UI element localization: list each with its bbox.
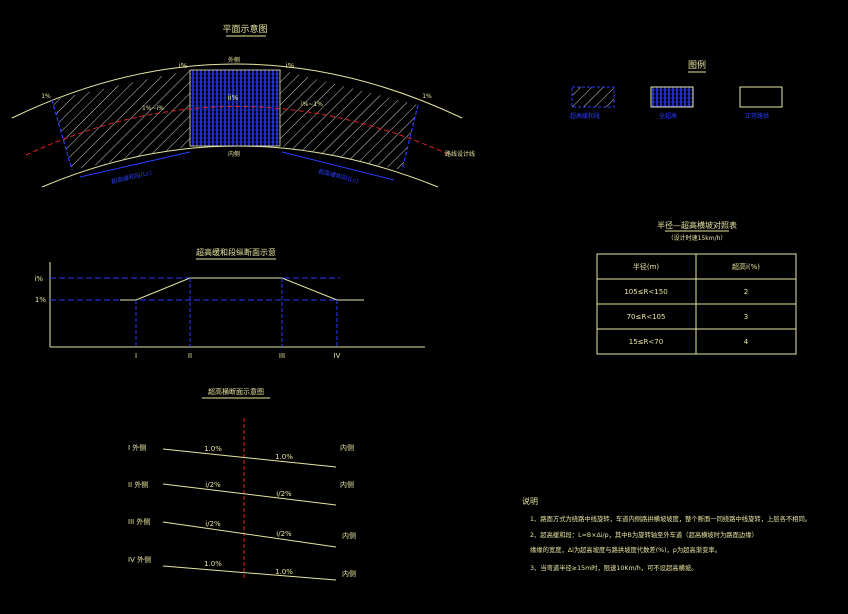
- section-II-slope-right: i/2%: [276, 490, 292, 498]
- outer-label: 外侧: [228, 56, 240, 64]
- boundary-I: [51, 99, 73, 171]
- section-IV-line: [162, 565, 337, 581]
- profile-ylabel-i: i%: [34, 275, 43, 283]
- notes-line-3: 缘缘的宽度，Δi为超高坡度与路拱坡度代数差(%)，p为超高渐变率。: [530, 545, 721, 554]
- profile-ylabel-1: 1%: [35, 296, 46, 304]
- notes-title: 说明: [522, 496, 538, 506]
- inner-edge: [41, 145, 439, 188]
- table-cell: 105≤R<150: [624, 288, 667, 296]
- legend-swatch-full: [650, 86, 694, 108]
- section-III-slope-right: i/2%: [276, 530, 292, 538]
- mid-right-label: i%~1%: [301, 101, 323, 108]
- slope-left-label: i%: [179, 62, 188, 70]
- section-I-line: [162, 448, 337, 468]
- profile-xlabel-III: III: [279, 352, 285, 360]
- section-III-right: 内侧: [342, 531, 356, 540]
- table-cell: 2: [744, 288, 748, 296]
- plan-view: 平面示意图 超高缓和段(Lc) 超高缓和段(Lc) i% i% 1% 1% 外侧…: [11, 23, 475, 188]
- inner-label: 内侧: [228, 150, 240, 158]
- section-II-slope-left: i/2%: [205, 481, 221, 489]
- notes-line-4: 3、当弯道半径≥15m时，限速10Km/h，可不设超高横坡。: [530, 563, 697, 572]
- sections-title: 超高横断面示意图: [208, 387, 264, 396]
- dim-right: [281, 151, 395, 181]
- legend-label-transition: 超高缓和段: [570, 112, 600, 120]
- boundary-IV: [401, 104, 419, 171]
- legend-title: 图例: [688, 59, 706, 71]
- table-cell: 4: [744, 338, 749, 346]
- table-header-radius: 半径(m): [633, 262, 660, 271]
- legend-label-normal: 正常路拱: [745, 112, 769, 120]
- slope-edge-right: 1%: [422, 93, 432, 100]
- mid-left-label: 1%~i%: [142, 105, 164, 112]
- notes-line-2: 2、超高缓和段：L=B×Δi/p，其中B为旋转轴至外车道（超高横坡时为路面边缘）: [530, 530, 758, 539]
- legend-label-full: 全超高: [659, 112, 677, 120]
- transition-zone-left: [52, 70, 190, 170]
- legend-swatch-transition: [571, 86, 615, 108]
- table-subtitle: （设计时速15km/h）: [668, 234, 727, 242]
- dim-left: [79, 151, 191, 178]
- section-I-label: I 外侧: [128, 443, 146, 452]
- radius-table: 半径—超高横坡对照表 （设计时速15km/h） 半径(m) 超高i(%) 105…: [596, 220, 797, 355]
- legend-swatch-normal: [739, 86, 783, 108]
- profile-line: [120, 277, 364, 301]
- plan-title: 平面示意图: [222, 23, 267, 35]
- outer-edge: [11, 63, 463, 119]
- section-IV-slope-left: 1.0%: [204, 560, 222, 568]
- slope-edge-left: 1%: [41, 93, 51, 100]
- table-header-super: 超高i(%): [732, 262, 760, 271]
- profile-view: 超高缓和段纵断面示意 i% 1% I II III IV: [34, 247, 425, 360]
- legend: 图例 超高缓和段 全超高 正常路拱: [570, 59, 783, 120]
- profile-title: 超高缓和段纵断面示意: [196, 247, 276, 257]
- section-II-right: 内侧: [340, 480, 354, 489]
- table-cell: 70≤R<105: [627, 313, 666, 321]
- section-II-label: II 外侧: [128, 480, 148, 489]
- section-IV-slope-right: 1.0%: [275, 568, 293, 576]
- section-I-slope-right: 1.0%: [275, 453, 293, 461]
- section-III-line: [162, 521, 337, 548]
- profile-xlabel-I: I: [135, 352, 137, 360]
- trans-label-left: 超高缓和段(Lc): [111, 169, 153, 186]
- section-III-label: III 外侧: [128, 517, 150, 526]
- ii-label: ii%: [228, 94, 239, 102]
- table-title: 半径—超高横坡对照表: [657, 220, 737, 230]
- section-I-slope-left: 1.0%: [204, 445, 222, 453]
- section-III-slope-left: i/2%: [205, 520, 221, 528]
- centerline-label: 路线设计线: [445, 150, 475, 158]
- profile-xlabel-IV: IV: [334, 352, 341, 360]
- section-IV-right: 内侧: [342, 569, 356, 578]
- section-I-right: 内侧: [340, 443, 354, 452]
- section-II-line: [162, 483, 337, 506]
- table-cell: 15≤R<70: [629, 338, 663, 346]
- centerline: [25, 106, 451, 156]
- table-cell: 3: [744, 313, 748, 321]
- notes-line-1: 1、路面方式为绕路中线旋转，车道内侧路拱横坡坡度，整个断面一同绕路中线旋转，上层…: [530, 514, 811, 523]
- slope-right-label: i%: [286, 62, 295, 70]
- section-IV-label: IV 外侧: [128, 555, 151, 564]
- notes: 说明 1、路面方式为绕路中线旋转，车道内侧路拱横坡坡度，整个断面一同绕路中线旋转…: [522, 496, 811, 572]
- cross-sections: 超高横断面示意图 I 外侧 内侧 1.0% 1.0% II 外侧 内侧 i/2%…: [128, 387, 356, 581]
- profile-xlabel-II: II: [188, 352, 192, 360]
